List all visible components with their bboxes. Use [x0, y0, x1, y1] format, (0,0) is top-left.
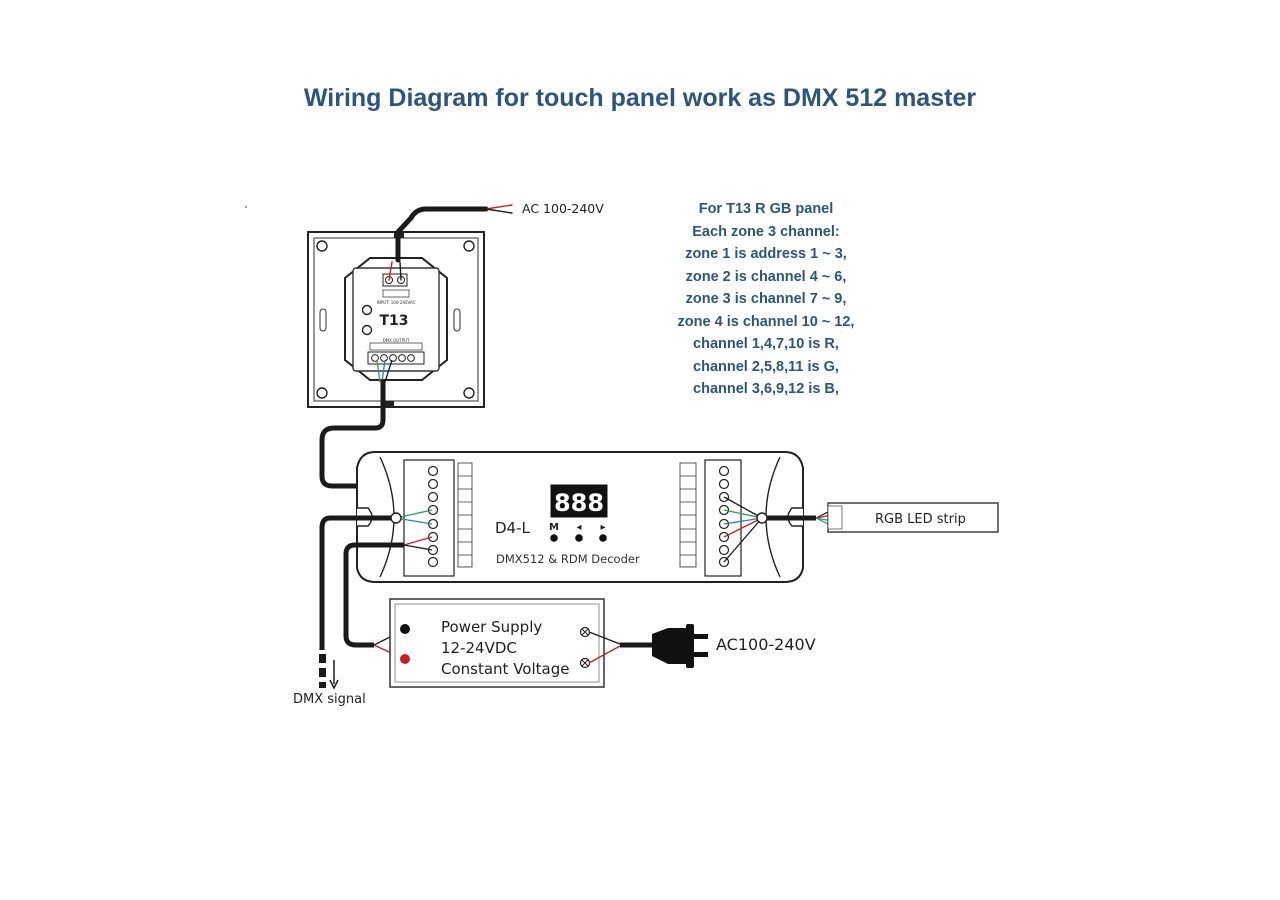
- note-line: channel 2,5,8,11 is G,: [693, 358, 839, 375]
- dmx-decoder: 888 M ◂ ▸ D4-L DMX512 & RDM Decoder: [356, 451, 804, 583]
- note-line: Each zone 3 channel:: [692, 223, 840, 240]
- touch-panel: INPUT: 100-240VAC T13 DMX OUTPUT: [307, 231, 485, 408]
- panel-ac-label: AC 100-240V: [522, 201, 604, 216]
- button-label-left: ◂: [576, 522, 581, 533]
- ps-ac-label: AC100-240V: [716, 635, 816, 654]
- mode-button[interactable]: [550, 534, 558, 542]
- button-label-m: M: [549, 522, 559, 533]
- negative-terminal: [400, 624, 410, 634]
- stray-dot: [245, 206, 247, 208]
- note-line: zone 4 is channel 10 ~ 12,: [677, 313, 855, 330]
- diagram-title: Wiring Diagram for touch panel work as D…: [303, 84, 977, 112]
- note-line: channel 1,4,7,10 is R,: [693, 336, 839, 352]
- decoder-display: 888: [554, 489, 604, 517]
- rgb-led-strip: RGB LED strip: [827, 502, 999, 533]
- led-strip-label: RGB LED strip: [875, 512, 966, 527]
- channel-notes: For T13 R GB panel Each zone 3 channel: …: [636, 198, 896, 401]
- ac-input-cable: [388, 204, 513, 281]
- up-button[interactable]: [599, 534, 607, 542]
- note-line: zone 2 is channel 4 ~ 6,: [685, 268, 847, 285]
- panel-model: T13: [379, 313, 408, 329]
- ps-line-1: Power Supply: [441, 618, 542, 636]
- decoder-description: DMX512 & RDM Decoder: [496, 552, 640, 566]
- down-button[interactable]: [575, 534, 583, 542]
- panel-output-label: DMX OUTPUT: [383, 338, 410, 343]
- ps-line-2: 12-24VDC: [441, 639, 517, 657]
- ps-line-3: Constant Voltage: [441, 660, 569, 678]
- ac-plug: [588, 624, 708, 668]
- decoder-model: D4-L: [495, 519, 531, 537]
- note-line: channel 3,6,9,12 is B,: [693, 381, 839, 397]
- positive-terminal: [400, 654, 410, 664]
- dmx-signal-label: DMX signal: [293, 692, 366, 707]
- note-line: zone 3 is channel 7 ~ 9,: [685, 291, 847, 307]
- note-line: zone 1 is address 1 ~ 3,: [685, 246, 847, 262]
- note-line: For T13 R GB panel: [698, 201, 834, 217]
- panel-input-label: INPUT: 100-240VAC: [377, 300, 416, 305]
- button-label-right: ▸: [600, 522, 605, 533]
- dmx-signal-cable: [319, 509, 433, 690]
- power-supply: Power Supply 12-24VDC Constant Voltage: [389, 598, 605, 688]
